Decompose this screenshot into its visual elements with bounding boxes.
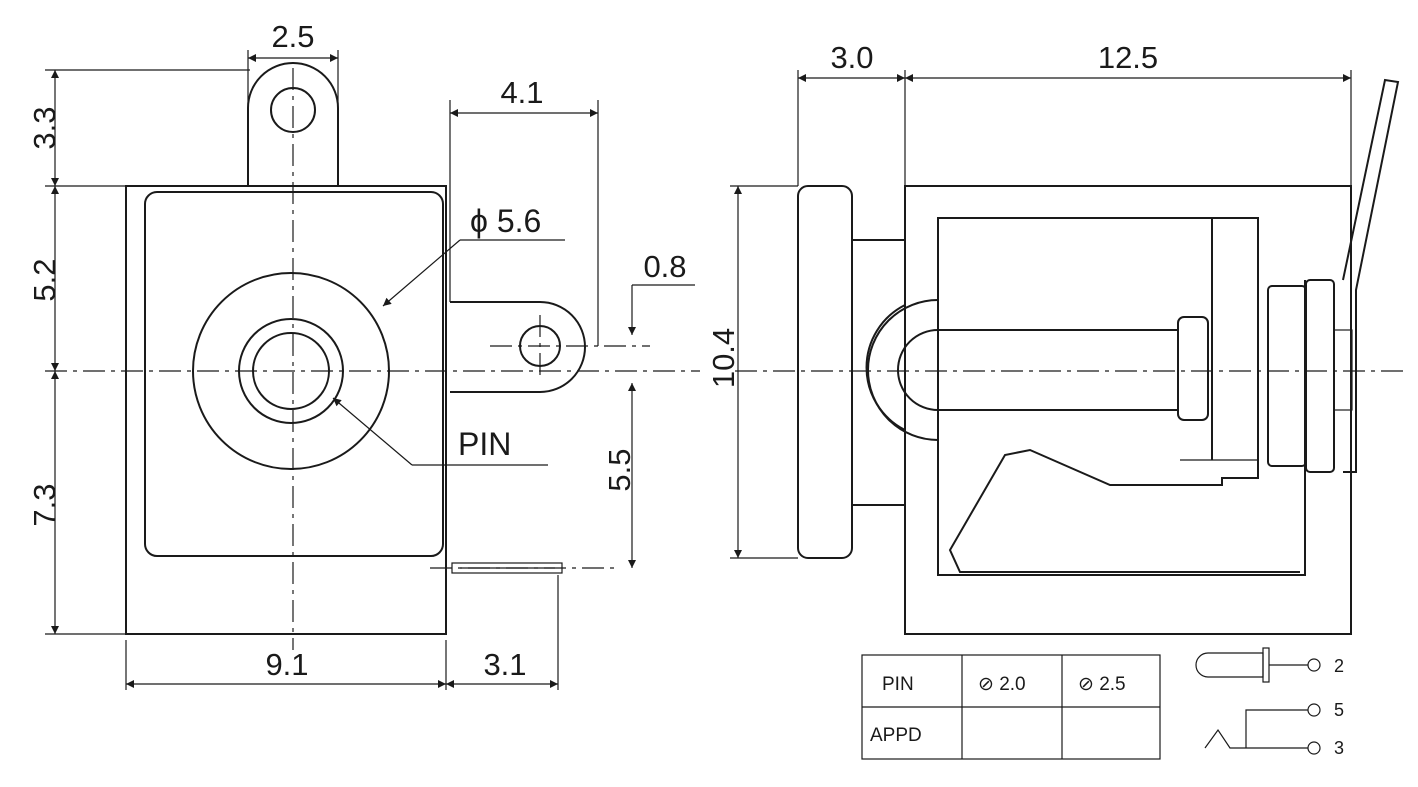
dim-length: 12.5 [1098,40,1158,75]
spec-table: PIN ⊘ 2.0 ⊘ 2.5 APPD [861,654,1161,760]
table-header-d20: ⊘ 2.0 [978,674,1026,695]
dim-flange: 3.0 [830,40,873,75]
dim-lug-hole: 0.8 [643,249,686,284]
pin-symbol [1195,652,1264,678]
dim-body-width: 9.1 [265,647,308,682]
pin-label-3: 3 [1334,738,1344,758]
dim-lower: 7.3 [27,483,62,526]
body-face [144,191,444,557]
dim-upper: 5.2 [27,258,62,301]
top-tab [247,62,339,186]
front-view: 2.5 3.3 5.2 7.3 9.1 3.1 4.1 0.8 5.5 ϕ 5.… [27,19,700,690]
side-flange [797,185,853,559]
switch-symbol [1204,728,1308,749]
dim-tab-width: 2.5 [271,19,314,54]
table-header-pin: PIN [882,674,914,695]
center-pin [897,329,1179,411]
spring-contact [948,448,1300,573]
side-view: 3.0 12.5 10.4 [706,40,1405,635]
dim-lug-offset: 4.1 [500,75,543,110]
schematic-symbol: 2 5 3 [1195,647,1344,758]
dim-tab-height: 3.3 [27,106,62,149]
diameter-label: ϕ 5.6 [470,203,541,239]
table-row-appd: APPD [870,725,922,746]
dim-lug-height: 5.5 [602,448,637,491]
pin-label-2: 2 [1334,656,1344,676]
side-lug [450,301,586,393]
side-inner-cavity [937,217,1213,460]
body-outline [125,185,447,635]
pin-label: PIN [458,426,511,462]
dim-side-offset: 3.1 [483,647,526,682]
dim-height: 10.4 [706,328,741,388]
pin-label-5: 5 [1334,700,1344,720]
table-header-d25: ⊘ 2.5 [1078,674,1126,695]
terminal-lead [1342,78,1400,473]
